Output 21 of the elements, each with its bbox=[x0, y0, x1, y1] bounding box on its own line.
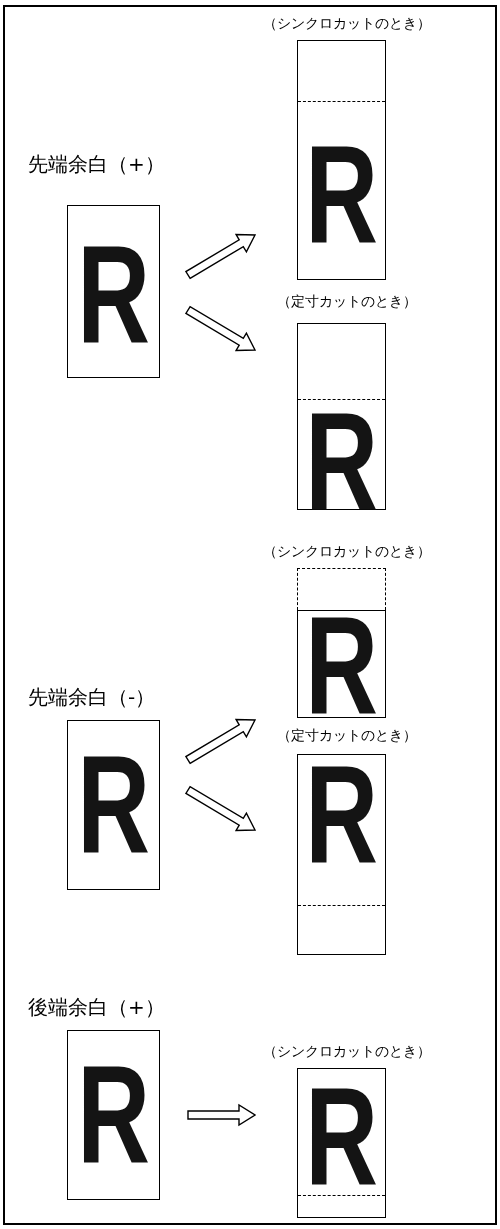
heading-label: （定寸カットのとき） bbox=[276, 292, 418, 311]
sample-letter: R bbox=[77, 241, 150, 346]
heading-label: （シンクロカットのとき） bbox=[262, 542, 432, 561]
hollow-arrow bbox=[187, 1103, 257, 1127]
hollow-arrow bbox=[184, 785, 257, 832]
heading-label: （定寸カットのとき） bbox=[276, 726, 418, 745]
heading-label: 先端余白（+） bbox=[28, 151, 165, 178]
heading-label: 先端余白（-） bbox=[28, 684, 156, 711]
sample-letter: R bbox=[305, 761, 378, 866]
sample-letter: R bbox=[77, 751, 150, 856]
sample-letter: R bbox=[305, 141, 378, 246]
heading-label: （シンクロカットのとき） bbox=[262, 1042, 432, 1061]
hollow-arrow bbox=[184, 233, 257, 280]
hollow-arrow bbox=[184, 305, 257, 352]
sample-letter: R bbox=[305, 408, 378, 513]
hollow-arrow bbox=[184, 718, 257, 765]
heading-label: （シンクロカットのとき） bbox=[262, 14, 432, 33]
sample-letter: R bbox=[305, 1083, 378, 1188]
heading-label: 後端余白（+） bbox=[28, 994, 165, 1021]
sample-letter: R bbox=[77, 1061, 150, 1166]
sample-letter: R bbox=[305, 612, 378, 717]
